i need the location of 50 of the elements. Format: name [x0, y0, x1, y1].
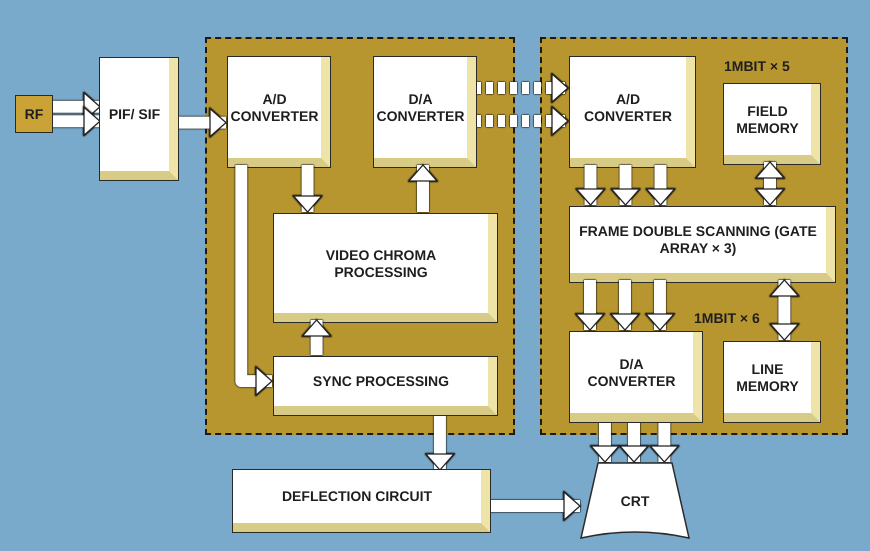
node-label: FRAME DOUBLE SCANNING (GATE ARRAY × 3) — [578, 222, 818, 258]
process-box — [228, 57, 330, 167]
block-arrow — [610, 165, 640, 206]
process-box — [100, 58, 178, 180]
node-label: D/A CONVERTER — [376, 90, 466, 126]
capacity-note: 1MBIT × 6 — [694, 310, 760, 326]
block-arrow — [52, 106, 101, 136]
block-arrow — [576, 165, 606, 206]
block-arrow — [490, 491, 581, 521]
block-arrow — [408, 164, 438, 212]
dashed-panel — [205, 37, 515, 435]
block-arrow — [610, 280, 640, 331]
block-arrow — [645, 280, 675, 331]
process-box — [374, 57, 476, 167]
process-box — [233, 470, 490, 532]
node-label: FIELD MEMORY — [735, 102, 800, 138]
process-box — [570, 57, 695, 167]
node-label: CRT — [620, 492, 650, 511]
process-box — [274, 214, 497, 322]
node-label: SYNC PROCESSING — [312, 372, 450, 392]
node-label: DEFLECTION CIRCUIT — [280, 487, 434, 506]
block-arrow — [474, 73, 569, 103]
process-box — [274, 357, 497, 415]
node-label: PIF/ SIF — [108, 105, 162, 124]
source-box — [16, 96, 52, 132]
block-arrow — [646, 165, 676, 206]
block-arrow — [650, 420, 679, 463]
node-label: LINE MEMORY — [735, 360, 800, 396]
node-label: VIDEO CHROMA PROCESSING — [324, 246, 438, 282]
node-label: A/D CONVERTER — [583, 90, 673, 126]
capacity-note: 1MBIT × 5 — [724, 58, 790, 74]
process-box — [724, 342, 820, 422]
node-label: RF — [24, 104, 44, 124]
process-box — [570, 332, 702, 422]
block-arrow — [302, 319, 332, 355]
block-arrow — [425, 413, 455, 471]
node-label: D/A CONVERTER — [586, 354, 676, 390]
block-arrow — [755, 161, 785, 206]
block-arrow — [770, 279, 800, 341]
block-arrow — [590, 420, 620, 463]
block-arrow — [235, 165, 273, 396]
block-arrow — [619, 420, 649, 463]
block-arrow — [474, 106, 569, 136]
process-box — [570, 207, 835, 282]
dashed-panel — [540, 37, 848, 435]
crt-tube — [580, 462, 690, 540]
block-arrow — [292, 165, 322, 213]
block-arrow — [178, 108, 227, 138]
block-arrow — [575, 280, 605, 331]
node-label: A/D CONVERTER — [230, 90, 320, 126]
